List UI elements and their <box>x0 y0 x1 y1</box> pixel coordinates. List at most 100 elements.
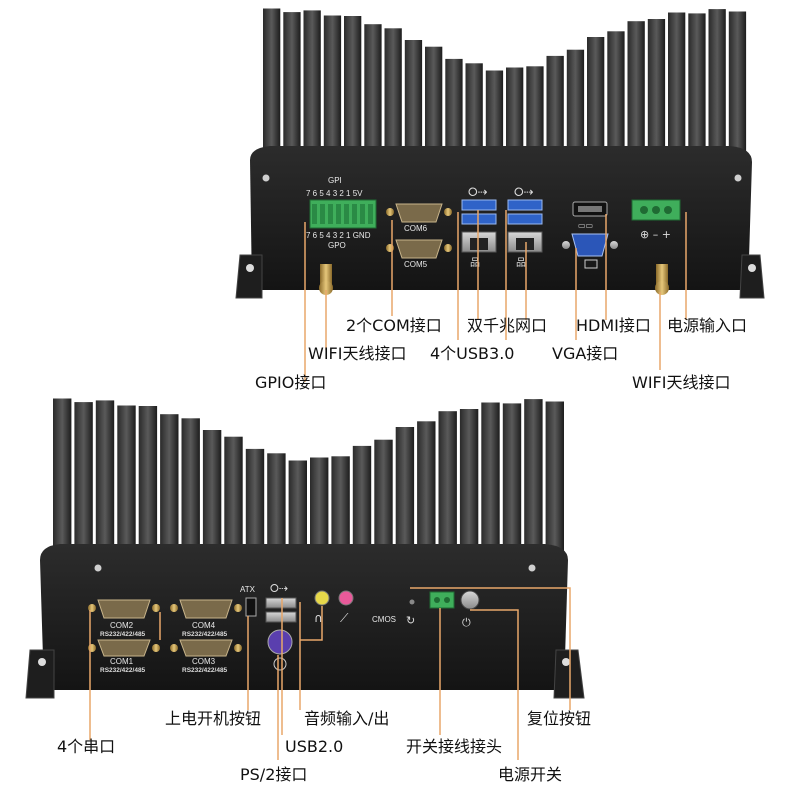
heatsink-fin <box>481 402 500 560</box>
heatsink-fin <box>404 40 423 163</box>
top-heatsink-fins <box>263 8 747 164</box>
top-chassis <box>250 146 752 290</box>
polarity-icon: ⊕ – + <box>640 228 671 241</box>
heatsink-fin <box>668 12 686 160</box>
gpio-pin <box>336 204 341 224</box>
heatsink-fin <box>506 67 524 160</box>
heatsink-fin <box>728 11 747 163</box>
top-device: GPI 7 6 5 4 3 2 1 5V 7 6 5 4 3 2 1 GND G… <box>235 8 765 382</box>
screw <box>734 174 742 182</box>
heatsink-fin <box>417 421 436 563</box>
heatsink-fin <box>425 46 443 161</box>
usb-symbol-icon: ⭘⇢ <box>468 185 488 199</box>
heatsink-fin <box>546 55 564 160</box>
heatsink-fin <box>138 406 158 560</box>
com6-text: COM6 <box>404 224 428 233</box>
gpi-pins-text: 7 6 5 4 3 2 1 5V <box>306 189 363 198</box>
com1-text: COM1 <box>110 657 134 666</box>
screw <box>748 264 756 272</box>
heatsink-fin <box>364 24 382 164</box>
network-icon: 品 <box>516 257 526 269</box>
com3-text: COM3 <box>192 657 216 666</box>
label-power-input: 电源输入口 <box>667 316 748 335</box>
bottom-left-ear <box>25 649 55 699</box>
heatsink-fin <box>647 19 666 163</box>
gpio-pin <box>320 204 325 224</box>
heatsink-fin <box>374 439 393 563</box>
label-wifi-left: WIFI天线接口 <box>308 344 407 363</box>
power-icon: ⏻ <box>462 616 471 629</box>
usb3-port <box>461 199 497 211</box>
reset-button <box>409 599 415 605</box>
gpio-pin <box>360 204 365 224</box>
heatsink-fin <box>438 411 457 560</box>
com2-port <box>88 599 160 619</box>
com2-text: COM2 <box>110 621 134 630</box>
heatsink-fin <box>53 398 72 560</box>
gpio-pin <box>344 204 349 224</box>
bottom-right-ear <box>553 649 585 699</box>
usb2-port <box>265 597 297 609</box>
label-power-on-button: 上电开机按钮 <box>165 709 262 728</box>
heatsink-fin <box>587 37 605 160</box>
gpio-pin <box>352 204 357 224</box>
heatsink-fin <box>502 403 522 563</box>
top-callout-lines <box>304 210 687 382</box>
heatsink-fin <box>74 402 93 563</box>
bottom-heatsink-fins <box>53 398 564 563</box>
network-icon: 品 <box>470 257 480 269</box>
com4-spec-text: RS232/422/485 <box>182 631 228 638</box>
heatsink-fin <box>545 401 564 563</box>
heatsink-fin <box>303 10 321 161</box>
heatsink-fin <box>224 436 243 560</box>
heatsink-fin <box>526 66 544 163</box>
label-hdmi: HDMI接口 <box>576 316 651 335</box>
wifi-antenna-right <box>655 264 669 295</box>
label-vga: VGA接口 <box>552 344 619 363</box>
heatsink-fin <box>566 49 585 164</box>
screw <box>246 264 254 272</box>
label-power-switch: 电源开关 <box>498 765 563 784</box>
heatsink-fin <box>352 445 372 560</box>
wifi-antenna-left <box>319 264 333 295</box>
switch-header-terminal <box>429 591 455 609</box>
heatsink-fin <box>607 31 625 163</box>
label-usb2: USB2.0 <box>285 737 344 756</box>
heatsink-fin <box>459 409 479 563</box>
gpo-pins-text: 7 6 5 4 3 2 1 GND <box>306 231 371 240</box>
gpi-text: GPI <box>328 176 342 185</box>
screw <box>38 658 46 666</box>
com4-text: COM4 <box>192 621 216 630</box>
cmos-text: CMOS <box>372 615 396 624</box>
screw <box>94 564 102 572</box>
com5-text: COM5 <box>404 260 428 269</box>
heatsink-fin <box>263 8 281 160</box>
heatsink-fin <box>465 63 483 160</box>
usb3-port <box>507 213 543 225</box>
label-ps2: PS/2接口 <box>240 765 308 784</box>
gpo-text: GPO <box>328 241 346 250</box>
heatsink-fin <box>524 399 543 560</box>
bottom-callout-lines <box>89 587 571 760</box>
usb-symbol-icon: ⭘⇢ <box>270 582 288 595</box>
atx-text: ATX <box>240 585 256 594</box>
heatsink-fin <box>485 70 504 163</box>
atx-switch <box>245 597 257 617</box>
heatsink-fin <box>708 9 726 160</box>
heatsink-fin <box>395 427 415 560</box>
screw <box>528 564 536 572</box>
bottom-chassis <box>40 544 568 690</box>
label-gigabit-lan: 双千兆网口 <box>467 316 548 335</box>
label-reset: 复位按钮 <box>527 709 592 728</box>
gpio-terminal <box>309 199 377 229</box>
screw <box>262 174 270 182</box>
usb3-port <box>507 199 543 211</box>
heatsink-fin <box>202 430 222 563</box>
label-usb3: 4个USB3.0 <box>430 344 515 363</box>
top-left-ear <box>235 254 263 299</box>
power-button <box>460 590 480 610</box>
heatsink-fin <box>384 28 402 160</box>
com1-spec-text: RS232/422/485 <box>100 667 146 674</box>
com3-spec-text: RS232/422/485 <box>182 667 228 674</box>
